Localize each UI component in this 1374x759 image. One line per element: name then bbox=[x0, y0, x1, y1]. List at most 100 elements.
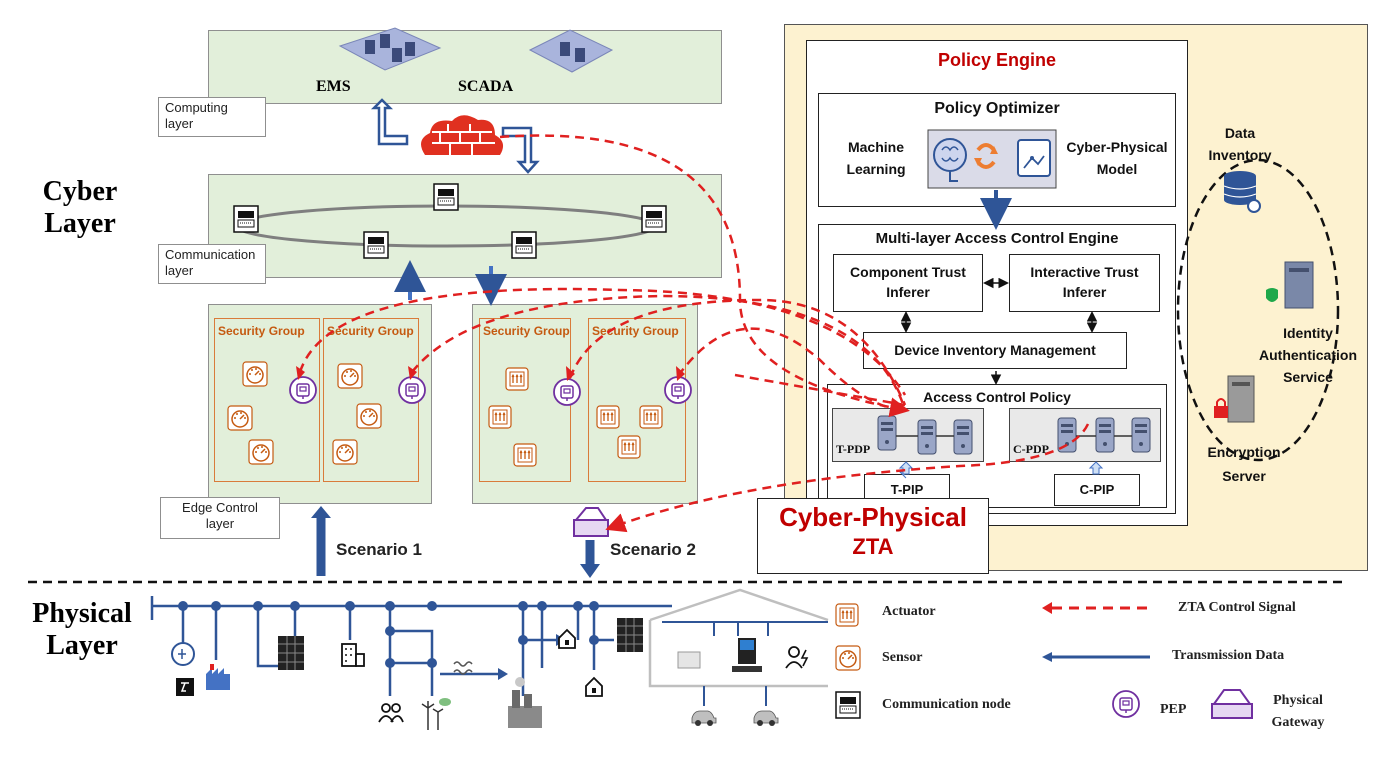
scenario-2-label: Scenario 2 bbox=[610, 540, 696, 559]
t-pdp-server-icon bbox=[917, 419, 937, 455]
machine-learning-label: Machine Learning bbox=[828, 136, 924, 180]
power-grid-lines bbox=[150, 596, 672, 696]
actuator-icon bbox=[596, 405, 620, 429]
pep-icon bbox=[398, 376, 426, 404]
cyber-physical-model-label-line2: Model bbox=[1096, 161, 1138, 177]
cyber-physical-model-label: Cyber-Physical Model bbox=[1058, 136, 1176, 180]
computer-icon bbox=[732, 638, 762, 672]
communication-node-icon bbox=[363, 231, 389, 259]
device-inventory-box bbox=[863, 332, 1127, 369]
legend-actuator-label: Actuator bbox=[882, 604, 936, 619]
sensor-gauge-icon bbox=[242, 361, 268, 387]
actuator-icon bbox=[488, 405, 512, 429]
house-icon bbox=[585, 677, 603, 697]
cyber-physical-zta-title: Cyber-Physical ZTA bbox=[757, 502, 989, 562]
identity-service-label-line3: Service bbox=[1283, 369, 1333, 385]
device-inventory-label: Device Inventory Management bbox=[894, 342, 1096, 358]
actuator-icon bbox=[513, 443, 537, 467]
c-pdp-server-icon bbox=[1095, 417, 1115, 453]
edge-group-1-panel bbox=[208, 304, 432, 504]
cyber-physical-zta-line2: ZTA bbox=[852, 534, 894, 559]
policy-optimizer-title: Policy Optimizer bbox=[934, 100, 1060, 117]
sensor-gauge-icon bbox=[356, 403, 382, 429]
actuator-icon bbox=[617, 435, 641, 459]
cyber-physical-zta-line1: Cyber-Physical bbox=[779, 502, 967, 532]
solar-panel-icon bbox=[616, 617, 644, 653]
scenario-1-label: Scenario 1 bbox=[336, 540, 422, 559]
factory-icon bbox=[206, 664, 230, 690]
machine-learning-label-line2: Learning bbox=[846, 161, 906, 177]
interactive-trust-label-line1: Interactive Trust bbox=[1030, 264, 1139, 280]
building-icon bbox=[341, 643, 365, 667]
data-inventory-label-line1: Data bbox=[1224, 125, 1256, 141]
t-pdp-label: T-PDP bbox=[836, 442, 871, 456]
cyber-layer-title: Cyber Layer bbox=[30, 176, 130, 240]
encryption-server-label-line2: Server bbox=[1222, 468, 1266, 484]
legend-pep-label: PEP bbox=[1160, 702, 1187, 717]
ems-label: EMS bbox=[316, 78, 351, 95]
pep-icon bbox=[289, 376, 317, 404]
component-trust-label-line2: Inferer bbox=[886, 284, 930, 300]
cyber-physical-model-icon bbox=[1017, 139, 1051, 177]
database-icon bbox=[1223, 171, 1261, 213]
physical-layer-title-line2: Layer bbox=[46, 630, 118, 661]
cyber-layer-title-line1: Cyber bbox=[42, 176, 118, 207]
encryption-server-icon bbox=[1214, 375, 1255, 423]
communication-layer-label-line2: layer bbox=[165, 263, 194, 278]
legend-transmission-label: Transmission Data bbox=[1172, 648, 1285, 663]
security-group-title-1: Security Group bbox=[218, 324, 305, 338]
legend-sensor-icon bbox=[835, 645, 861, 671]
communication-layer-label-line1: Communication bbox=[165, 247, 256, 262]
interactive-trust-label: Interactive Trust Inferer bbox=[1009, 262, 1160, 302]
transformer-icon bbox=[453, 661, 473, 675]
identity-service-label: Identity Authentication Service bbox=[1252, 322, 1364, 388]
actuator-icon bbox=[505, 367, 529, 391]
cyber-physical-model-label-line1: Cyber-Physical bbox=[1066, 139, 1168, 155]
pep-icon bbox=[553, 378, 581, 406]
cyber-physical-zta-box bbox=[757, 498, 989, 574]
communication-node-icon bbox=[511, 231, 537, 259]
power-plant-icon bbox=[508, 677, 542, 728]
sensor-gauge-icon bbox=[332, 439, 358, 465]
computing-layer-panel bbox=[208, 30, 722, 104]
communication-layer-panel bbox=[208, 174, 722, 278]
communication-node-icon bbox=[233, 205, 259, 233]
sensor-gauge-icon bbox=[227, 405, 253, 431]
computing-layer-label-line1: Computing bbox=[165, 100, 228, 115]
sensor-gauge-icon bbox=[337, 363, 363, 389]
t-pdp-server-icon bbox=[953, 419, 973, 455]
c-pdp-server-icon bbox=[1131, 417, 1151, 453]
encryption-server-label-line1: Encryption bbox=[1207, 444, 1281, 460]
edge-layer-label-line1: Edge Control bbox=[182, 500, 258, 515]
edge-group-2-panel bbox=[472, 304, 698, 504]
physical-layer-title-line1: Physical bbox=[32, 598, 132, 629]
interactive-trust-box bbox=[1009, 254, 1160, 312]
component-trust-label-line1: Component Trust bbox=[850, 264, 966, 280]
physical-layer-title: Physical Layer bbox=[22, 598, 142, 662]
security-group-title-3: Security Group bbox=[483, 324, 570, 338]
interactive-trust-label-line2: Inferer bbox=[1062, 284, 1107, 300]
legend-gateway-label: Physical Gateway bbox=[1258, 690, 1338, 734]
t-pip-label: T-PIP bbox=[890, 482, 924, 497]
charger-icon bbox=[176, 678, 194, 696]
communication-node-icon bbox=[641, 205, 667, 233]
communication-layer-label: Communication layer bbox=[158, 244, 266, 284]
firewall-icon bbox=[421, 115, 504, 155]
legend-gateway-label-line1: Physical bbox=[1273, 693, 1323, 708]
solar-panel-icon bbox=[277, 635, 305, 671]
access-policy-label: Access Control Policy bbox=[923, 389, 1071, 405]
down-hollow-arrow-icon bbox=[501, 126, 540, 174]
c-pip-box bbox=[1054, 474, 1140, 506]
computing-layer-label: Computing layer bbox=[158, 97, 266, 137]
wind-turbine-icon bbox=[421, 698, 451, 730]
gateway-icon bbox=[573, 507, 609, 537]
legend-gateway-label-line2: Gateway bbox=[1271, 715, 1325, 730]
cyber-layer-title-line2: Layer bbox=[44, 208, 116, 239]
communication-node-icon bbox=[433, 183, 459, 211]
data-inventory-label: Data Inventory bbox=[1196, 122, 1284, 166]
brain-icon bbox=[933, 138, 967, 182]
access-engine-title: Multi-layer Access Control Engine bbox=[875, 230, 1119, 247]
appliance-icon bbox=[677, 651, 701, 669]
identity-service-label-line1: Identity bbox=[1283, 325, 1333, 341]
